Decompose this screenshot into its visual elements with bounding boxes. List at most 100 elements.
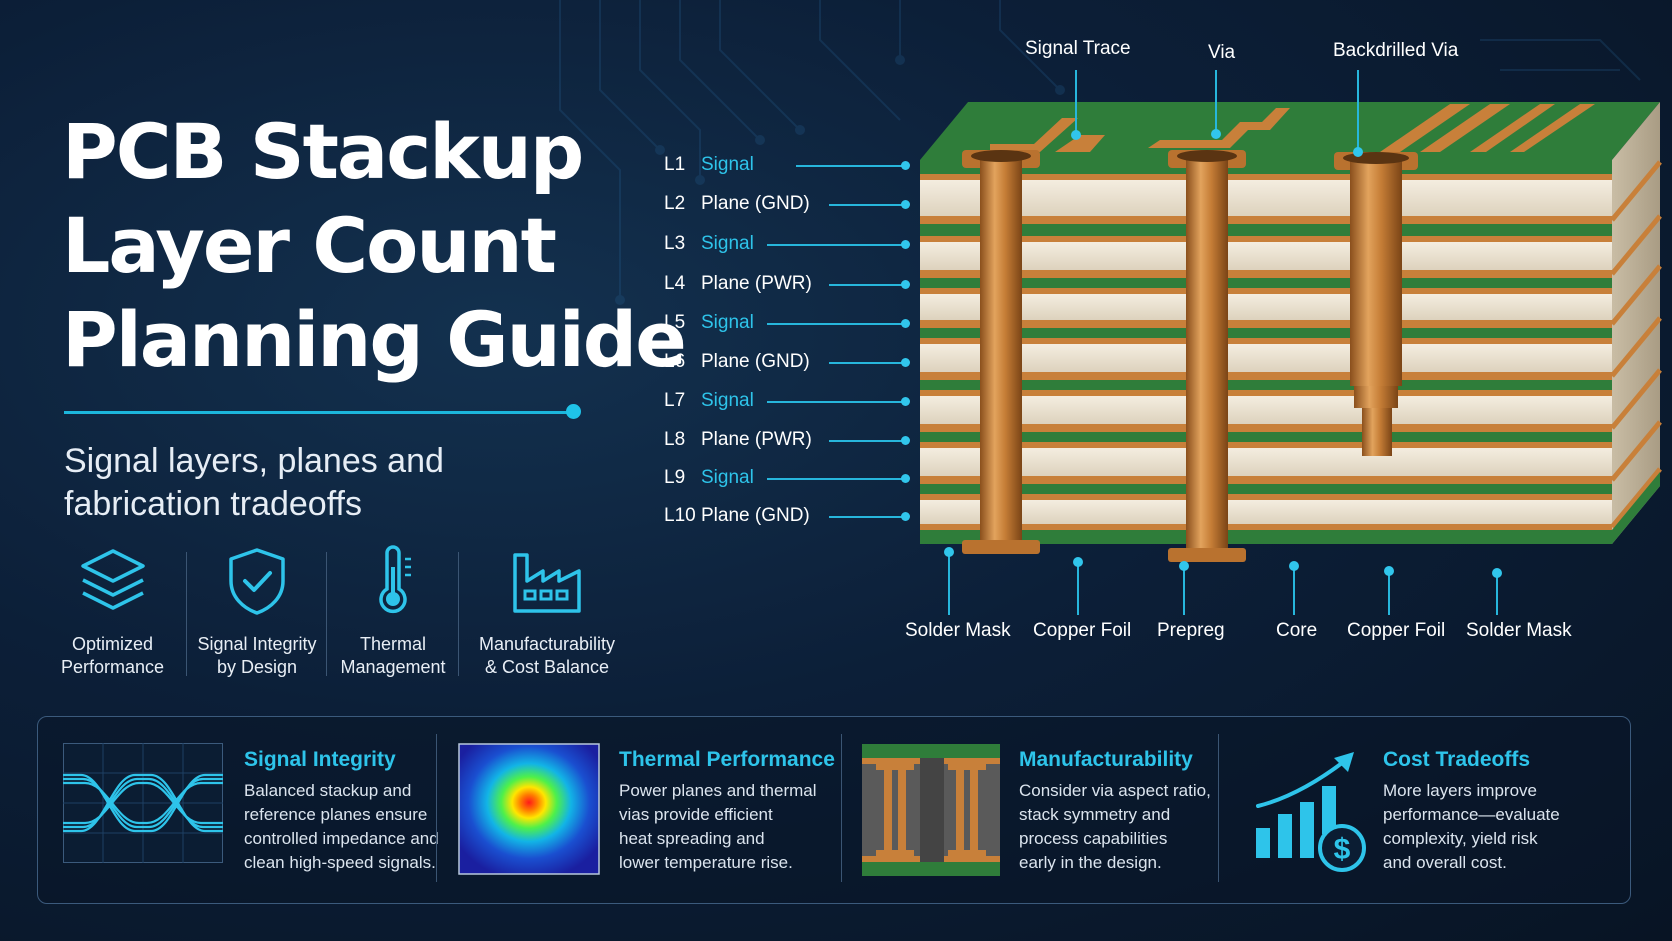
card-body-line: stack symmetry and bbox=[1019, 805, 1171, 824]
card-body-cost-tradeoffs: More layers improve performance—evaluate… bbox=[1383, 779, 1583, 875]
layer-id: L7 bbox=[664, 390, 686, 411]
factory-icon bbox=[513, 553, 581, 613]
layer-row-l7: L7 Signal bbox=[664, 390, 910, 414]
layer-leader-line bbox=[829, 516, 902, 518]
layer-id: L9 bbox=[664, 467, 686, 488]
card-body-line: Balanced stackup and bbox=[244, 781, 412, 800]
subtitle-line-2: fabrication tradeoffs bbox=[64, 485, 362, 523]
layer-name: Plane (PWR) bbox=[701, 429, 812, 450]
via-cross-section-icon bbox=[862, 744, 1000, 876]
layer-id: L8 bbox=[664, 429, 686, 450]
layer-name: Plane (PWR) bbox=[701, 273, 812, 294]
card-body-line: reference planes ensure bbox=[244, 805, 428, 824]
callout-solder-mask-right: Solder Mask bbox=[1466, 620, 1572, 641]
layer-id: L4 bbox=[664, 273, 686, 294]
feature-label-line-1: Manufacturability bbox=[478, 634, 616, 654]
layer-leader-dot bbox=[901, 474, 910, 483]
eye-diagram-icon bbox=[63, 743, 223, 863]
feature-optimized-performance: Optimized Performance bbox=[50, 545, 175, 677]
thermometer-icon bbox=[379, 545, 411, 614]
layer-leader-line bbox=[829, 362, 902, 364]
layer-name: Plane (GND) bbox=[701, 193, 810, 214]
feature-label-line-2: by Design bbox=[216, 657, 298, 677]
feature-label-line-2: Management bbox=[340, 657, 446, 677]
layer-id: L5 bbox=[664, 312, 686, 333]
layer-name: Plane (GND) bbox=[701, 351, 810, 372]
layer-row-l3: L3 Signal bbox=[664, 233, 910, 257]
feature-thermal-management: Thermal Management bbox=[333, 545, 453, 677]
layer-name: Signal bbox=[701, 154, 754, 175]
card-body-line: More layers improve bbox=[1383, 781, 1537, 800]
card-body-line: Consider via aspect ratio, bbox=[1019, 781, 1211, 800]
card-body-line: heat spreading and bbox=[619, 829, 765, 848]
layer-id: L1 bbox=[664, 154, 686, 175]
feature-divider bbox=[458, 552, 459, 676]
layer-leader-line bbox=[829, 284, 902, 286]
feature-label-line-1: Signal Integrity bbox=[197, 634, 317, 654]
card-body-line: and overall cost. bbox=[1383, 853, 1507, 872]
layer-name: Signal bbox=[701, 390, 754, 411]
subtitle-line-1: Signal layers, planes and bbox=[64, 442, 444, 480]
feature-signal-integrity: Signal Integrity by Design bbox=[192, 545, 322, 677]
layer-leader-line bbox=[767, 244, 902, 246]
callout-backdrilled-via: Backdrilled Via bbox=[1333, 40, 1459, 61]
callout-signal-trace: Signal Trace bbox=[1025, 38, 1131, 59]
layer-name: Signal bbox=[701, 467, 754, 488]
layer-leader-dot bbox=[901, 200, 910, 209]
layer-id: L10 bbox=[664, 505, 696, 526]
layer-leader-line bbox=[767, 478, 902, 480]
layer-leader-dot bbox=[901, 358, 910, 367]
shield-check-icon bbox=[229, 548, 285, 615]
feature-manufacturability: Manufacturability & Cost Balance bbox=[467, 545, 627, 677]
layer-row-l4: L4 Plane (PWR) bbox=[664, 273, 910, 297]
card-divider bbox=[841, 734, 842, 882]
feature-label-line-2: Performance bbox=[60, 657, 165, 677]
card-body-line: vias provide efficient bbox=[619, 805, 773, 824]
layers-icon bbox=[80, 549, 145, 610]
callout-via: Via bbox=[1208, 42, 1236, 63]
feature-divider bbox=[186, 552, 187, 676]
cost-growth-icon: $ bbox=[1256, 752, 1366, 872]
card-body-line: Power planes and thermal bbox=[619, 781, 817, 800]
card-body-line: lower temperature rise. bbox=[619, 853, 793, 872]
callout-copper-foil-right: Copper Foil bbox=[1347, 620, 1446, 641]
card-title-signal-integrity: Signal Integrity bbox=[244, 748, 396, 771]
layer-leader-line bbox=[796, 165, 902, 167]
title-line-3: Planning Guide bbox=[62, 295, 687, 384]
callout-solder-mask-left: Solder Mask bbox=[905, 620, 1011, 641]
layer-leader-line bbox=[767, 401, 902, 403]
card-title-thermal-performance: Thermal Performance bbox=[619, 748, 835, 771]
layer-leader-dot bbox=[901, 280, 910, 289]
card-divider bbox=[1218, 734, 1219, 882]
callout-copper-foil-left: Copper Foil bbox=[1033, 620, 1132, 641]
layer-leader-dot bbox=[901, 240, 910, 249]
svg-text:$: $ bbox=[1334, 833, 1351, 866]
card-title-manufacturability: Manufacturability bbox=[1019, 748, 1193, 771]
card-body-manufacturability: Consider via aspect ratio, stack symmetr… bbox=[1019, 779, 1229, 875]
layer-row-l8: L8 Plane (PWR) bbox=[664, 429, 910, 453]
title-divider-dot bbox=[566, 404, 581, 419]
layer-leader-dot bbox=[901, 161, 910, 170]
card-body-line: clean high-speed signals. bbox=[244, 853, 436, 872]
card-body-line: performance—evaluate bbox=[1383, 805, 1560, 824]
card-body-line: process capabilities bbox=[1019, 829, 1168, 848]
layer-leader-line bbox=[767, 323, 902, 325]
feature-label-line-2: & Cost Balance bbox=[484, 657, 610, 677]
callout-prepreg: Prepreg bbox=[1157, 620, 1225, 641]
layer-row-l6: L6 Plane (GND) bbox=[664, 351, 910, 375]
layer-id: L2 bbox=[664, 193, 686, 214]
layer-row-l10: L10 Plane (GND) bbox=[664, 505, 910, 529]
layer-name: Signal bbox=[701, 233, 754, 254]
layer-name: Signal bbox=[701, 312, 754, 333]
title-divider bbox=[64, 411, 574, 414]
layer-leader-line bbox=[829, 440, 902, 442]
page-title: PCB Stackup Layer Count Planning Guide bbox=[62, 105, 687, 387]
card-body-line: controlled impedance and bbox=[244, 829, 439, 848]
layer-row-l1: L1 Signal bbox=[664, 154, 910, 178]
card-body-signal-integrity: Balanced stackup and reference planes en… bbox=[244, 779, 444, 875]
layer-row-l9: L9 Signal bbox=[664, 467, 910, 491]
layer-row-l2: L2 Plane (GND) bbox=[664, 193, 910, 217]
callout-core: Core bbox=[1276, 620, 1318, 641]
feature-divider bbox=[326, 552, 327, 676]
